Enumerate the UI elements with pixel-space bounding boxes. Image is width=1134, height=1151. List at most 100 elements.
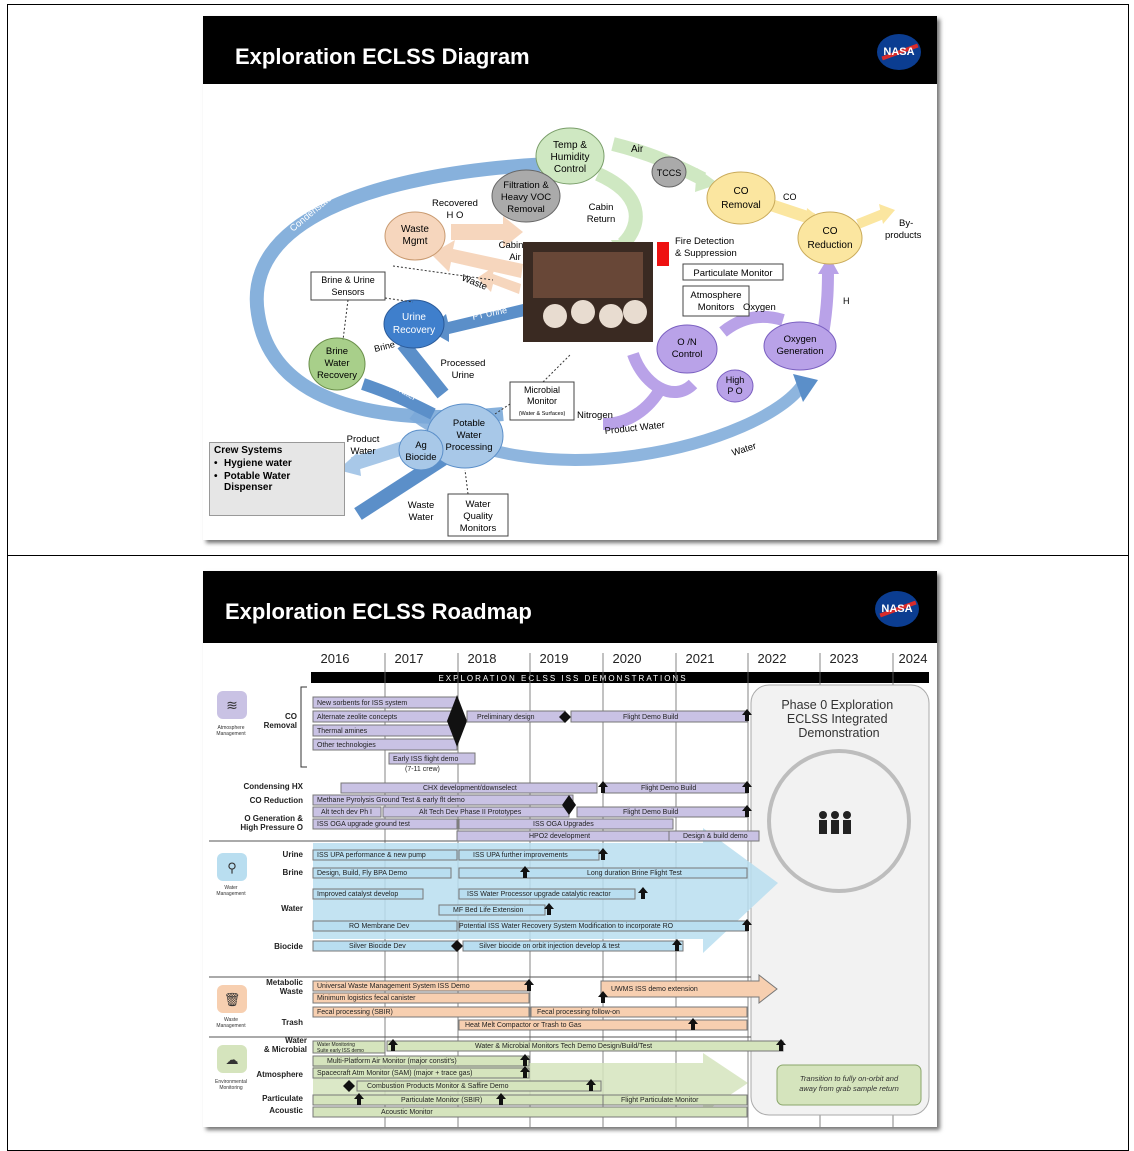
svg-text:CO Reduction: CO Reduction	[250, 796, 303, 805]
nitrogen-arrow	[602, 381, 669, 430]
monitoring-category-icon	[217, 1045, 247, 1073]
milestone-diamond	[343, 1080, 355, 1092]
milestone-arrow	[638, 887, 648, 899]
o2n2-control-node	[656, 324, 718, 374]
roadmap-bar	[438, 904, 546, 916]
svg-text:By-products: By-products	[885, 218, 922, 241]
recovered-h2o-arrow	[451, 216, 523, 248]
roadmap-bar	[312, 888, 424, 900]
slide-title: Exploration ECLSS Diagram	[235, 44, 530, 69]
svg-text:TCCS: TCCS	[657, 168, 682, 178]
svg-text:O Generation &High Pressure O: O Generation &High Pressure O	[240, 814, 303, 832]
crew-systems-item: Hygiene water	[214, 458, 340, 469]
h2-arrowhead	[818, 256, 839, 274]
crew-systems-box: Crew Systems Hygiene water Potable Water…	[209, 442, 345, 516]
svg-text:Preliminary design: Preliminary design	[477, 714, 535, 721]
svg-text:🗑: 🗑	[224, 992, 241, 1007]
roadmap-bar	[312, 806, 382, 818]
svg-text:Nitrogen: Nitrogen	[577, 410, 613, 421]
milestone-arrow	[544, 903, 554, 915]
svg-text:Acoustic: Acoustic	[269, 1106, 303, 1115]
svg-text:HPO2 development: HPO2 development	[529, 833, 590, 840]
slide-header	[203, 16, 937, 84]
year-label: 2023	[830, 651, 859, 666]
milestone-arrow	[520, 1054, 530, 1066]
waste-category-icon	[217, 985, 247, 1013]
svg-text:H: H	[843, 296, 850, 306]
roadmap-bar	[312, 1106, 748, 1118]
milestone-arrow	[742, 919, 752, 931]
milestone-diamond	[451, 940, 463, 952]
milestone-arrow	[672, 939, 682, 951]
svg-text:☁: ☁	[226, 1052, 239, 1067]
fire-detection-icon	[657, 242, 669, 266]
milestone-arrow	[742, 709, 752, 721]
svg-text:Flight Demo Build: Flight Demo Build	[641, 785, 696, 792]
year-label: 2022	[758, 651, 787, 666]
pt-urine-arrow	[428, 304, 525, 342]
crew-systems-title: Crew Systems	[214, 445, 283, 456]
svg-text:RO Membrane Dev: RO Membrane Dev	[349, 923, 410, 930]
svg-text:CHX development/downselect: CHX development/downselect	[423, 785, 517, 792]
svg-text:Air: Air	[631, 144, 644, 155]
svg-text:Urine: Urine	[283, 850, 304, 859]
cabin-return-arrow	[594, 167, 643, 249]
svg-text:Improved catalyst develop: Improved catalyst develop	[317, 891, 398, 898]
byproducts-arrow	[856, 209, 885, 229]
crew-systems-item: Potable Water Dispenser	[214, 471, 340, 493]
year-label: 2016	[321, 651, 350, 666]
milestone-arrow	[354, 1093, 364, 1105]
roadmap-bar	[340, 782, 598, 794]
roadmap-bar	[312, 1006, 530, 1018]
cabin-air-arrow	[431, 240, 523, 278]
nasa-logo: NASA	[877, 34, 921, 70]
brine-urine-sensors-box	[310, 271, 386, 301]
roadmap-bar	[312, 818, 458, 830]
svg-text:Particulate Monitor (SBIR): Particulate Monitor (SBIR)	[401, 1097, 482, 1104]
svg-text:Methane Pyrolysis Ground Test: Methane Pyrolysis Ground Test & early fl…	[317, 797, 465, 804]
milestone-arrow	[496, 1093, 506, 1105]
particulate-monitor-box	[682, 263, 784, 281]
urine-recovery-node	[383, 299, 445, 349]
roadmap-bar	[312, 1040, 386, 1054]
oxygen-generation-node	[763, 321, 837, 371]
svg-text:ISS UPA further improvements: ISS UPA further improvements	[473, 852, 568, 859]
roadmap-bar	[602, 1094, 748, 1106]
svg-text:Acoustic Monitor: Acoustic Monitor	[381, 1109, 433, 1116]
svg-text:Other technologies: Other technologies	[317, 742, 376, 749]
svg-text:Flight Particulate Monitor: Flight Particulate Monitor	[621, 1097, 699, 1104]
brine-water-recovery-node	[308, 337, 366, 391]
svg-text:Flight Demo Build: Flight Demo Build	[623, 809, 678, 816]
svg-text:Long duration Brine Flight Tes: Long duration Brine Flight Test	[587, 870, 682, 877]
svg-text:Atmosphere: Atmosphere	[256, 1070, 303, 1079]
svg-text:ISS Water Processor upgrade ca: ISS Water Processor upgrade catalytic re…	[467, 891, 611, 898]
milestone-arrow	[776, 1039, 786, 1051]
svg-text:Flight Demo Build: Flight Demo Build	[623, 714, 678, 721]
year-label: 2024	[899, 651, 928, 666]
svg-text:(7-11 crew): (7-11 crew)	[405, 766, 440, 773]
transition-note	[776, 1064, 922, 1106]
milestone-arrow	[742, 781, 752, 793]
svg-text:Potential ISS Water Recovery S: Potential ISS Water Recovery System Modi…	[459, 923, 674, 930]
roadmap-bar	[312, 1055, 530, 1067]
svg-text:Multi-Platform Air Monitor (ma: Multi-Platform Air Monitor (major consti…	[327, 1058, 457, 1065]
roadmap-bar	[462, 940, 684, 952]
svg-text:Alt Tech Dev Phase II Prototyp: Alt Tech Dev Phase II Prototypes	[419, 809, 522, 816]
svg-text:Phase 0 Exploration ECLS: Phase 0 Exploration ECLSS Integrated Dem…	[781, 698, 896, 740]
milestone-arrow	[598, 781, 608, 793]
